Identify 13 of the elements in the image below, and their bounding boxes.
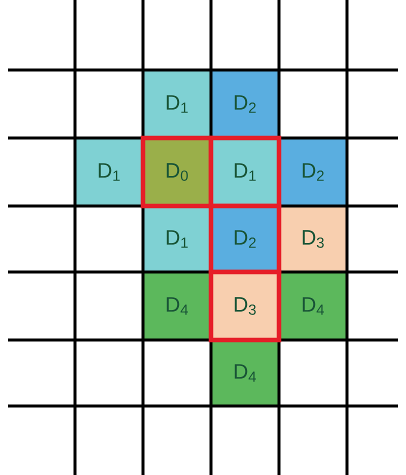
grid-cell: D$_{2}$	[278, 136, 348, 208]
grid-cell: D$_{4}$	[210, 338, 280, 408]
highlighted-cell: D$_{1}$	[208, 136, 282, 208]
highlighted-cell: D$_{0}$	[140, 136, 214, 208]
grid-cell: D$_{1}$	[74, 136, 144, 208]
grid-cell: D$_{1}$	[142, 68, 212, 140]
highlighted-cell: D$_{2}$	[208, 204, 282, 274]
highlighted-cell: D$_{3}$	[208, 270, 282, 342]
grid-cell: D$_{4}$	[142, 270, 212, 342]
grid-cell: D$_{3}$	[278, 204, 348, 274]
grid-cell: D$_{4}$	[278, 270, 348, 342]
grid-cell: D$_{2}$	[210, 68, 280, 140]
grid-cell: D$_{1}$	[142, 204, 212, 274]
